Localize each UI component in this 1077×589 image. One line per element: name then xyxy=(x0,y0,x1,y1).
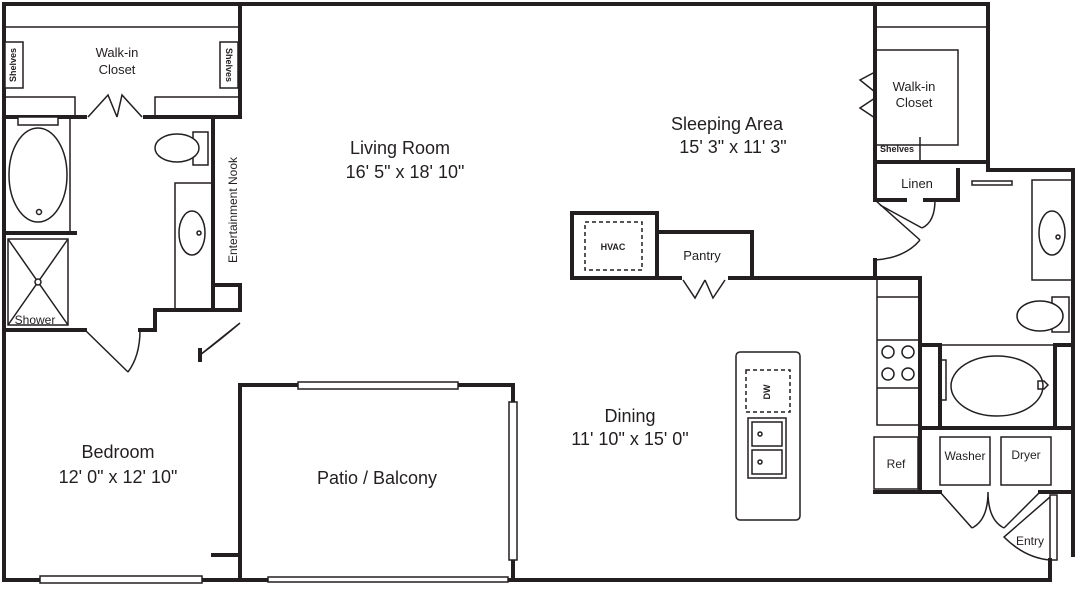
sleeping-area-size: 15' 3" x 11' 3" xyxy=(679,137,786,157)
dining-name: Dining xyxy=(604,406,655,426)
washer-icon xyxy=(939,436,991,486)
pantry-label: Pantry xyxy=(683,248,721,263)
dishwasher-icon xyxy=(745,369,791,413)
right-bath xyxy=(918,179,1075,430)
patio-sliding-door-top[interactable] xyxy=(297,381,459,390)
walk-in-closet-left-line2: Closet xyxy=(99,62,136,77)
shelves-left-label: Shelves xyxy=(8,48,18,82)
bedroom-window xyxy=(39,575,203,584)
bathtub-icon xyxy=(8,127,68,223)
washer-label: Washer xyxy=(945,449,986,463)
walk-in-closet-right-line1: Walk-in xyxy=(893,79,936,94)
pantry xyxy=(655,230,922,300)
living-room-size: 16' 5" x 18' 10" xyxy=(346,162,465,182)
bedroom-size: 12' 0" x 12' 10" xyxy=(59,467,178,487)
sleeping-area-name: Sleeping Area xyxy=(671,114,784,134)
stove-icon xyxy=(881,345,915,381)
ref-label: Ref xyxy=(887,457,906,471)
entry-door[interactable] xyxy=(1002,494,1058,582)
bedroom-name: Bedroom xyxy=(81,442,154,462)
bathtub-right-icon xyxy=(950,355,1044,417)
kitchen-counter xyxy=(873,276,922,494)
shelves-left xyxy=(4,41,24,89)
dryer-icon xyxy=(1000,436,1052,486)
walk-in-closet-right-line2: Closet xyxy=(896,95,933,110)
kitchen-sink-icon xyxy=(747,417,787,479)
linen-label: Linen xyxy=(901,176,933,191)
shower-label: Shower xyxy=(15,313,56,327)
sink-vanity-icon xyxy=(174,182,214,311)
walk-in-closet-left-line1: Walk-in xyxy=(96,45,139,60)
right-closet xyxy=(858,26,1013,280)
hvac-label: HVAC xyxy=(601,242,626,252)
patio-sliding-door-side[interactable] xyxy=(508,401,518,561)
patio-name: Patio / Balcony xyxy=(317,468,437,488)
tub-drain-icon xyxy=(35,208,43,216)
shelves-right xyxy=(219,41,239,89)
entry-label: Entry xyxy=(1016,534,1044,548)
kitchen-island xyxy=(735,351,801,521)
patio-walls xyxy=(238,381,518,583)
entertainment-nook-label: Entertainment Nook xyxy=(226,156,240,263)
dw-label: DW xyxy=(762,384,772,399)
refrigerator-icon xyxy=(873,436,919,490)
laundry xyxy=(918,436,1075,529)
dryer-label: Dryer xyxy=(1011,448,1040,462)
shelves-right-label: Shelves xyxy=(224,48,234,82)
toilet-icon xyxy=(154,131,209,166)
bedroom-suite-walls xyxy=(2,2,242,582)
shelves-closet-label: Shelves xyxy=(880,144,914,154)
dining-size: 11' 10" x 15' 0" xyxy=(571,429,688,449)
shower-icon xyxy=(7,238,69,326)
living-room-name: Living Room xyxy=(350,138,450,158)
